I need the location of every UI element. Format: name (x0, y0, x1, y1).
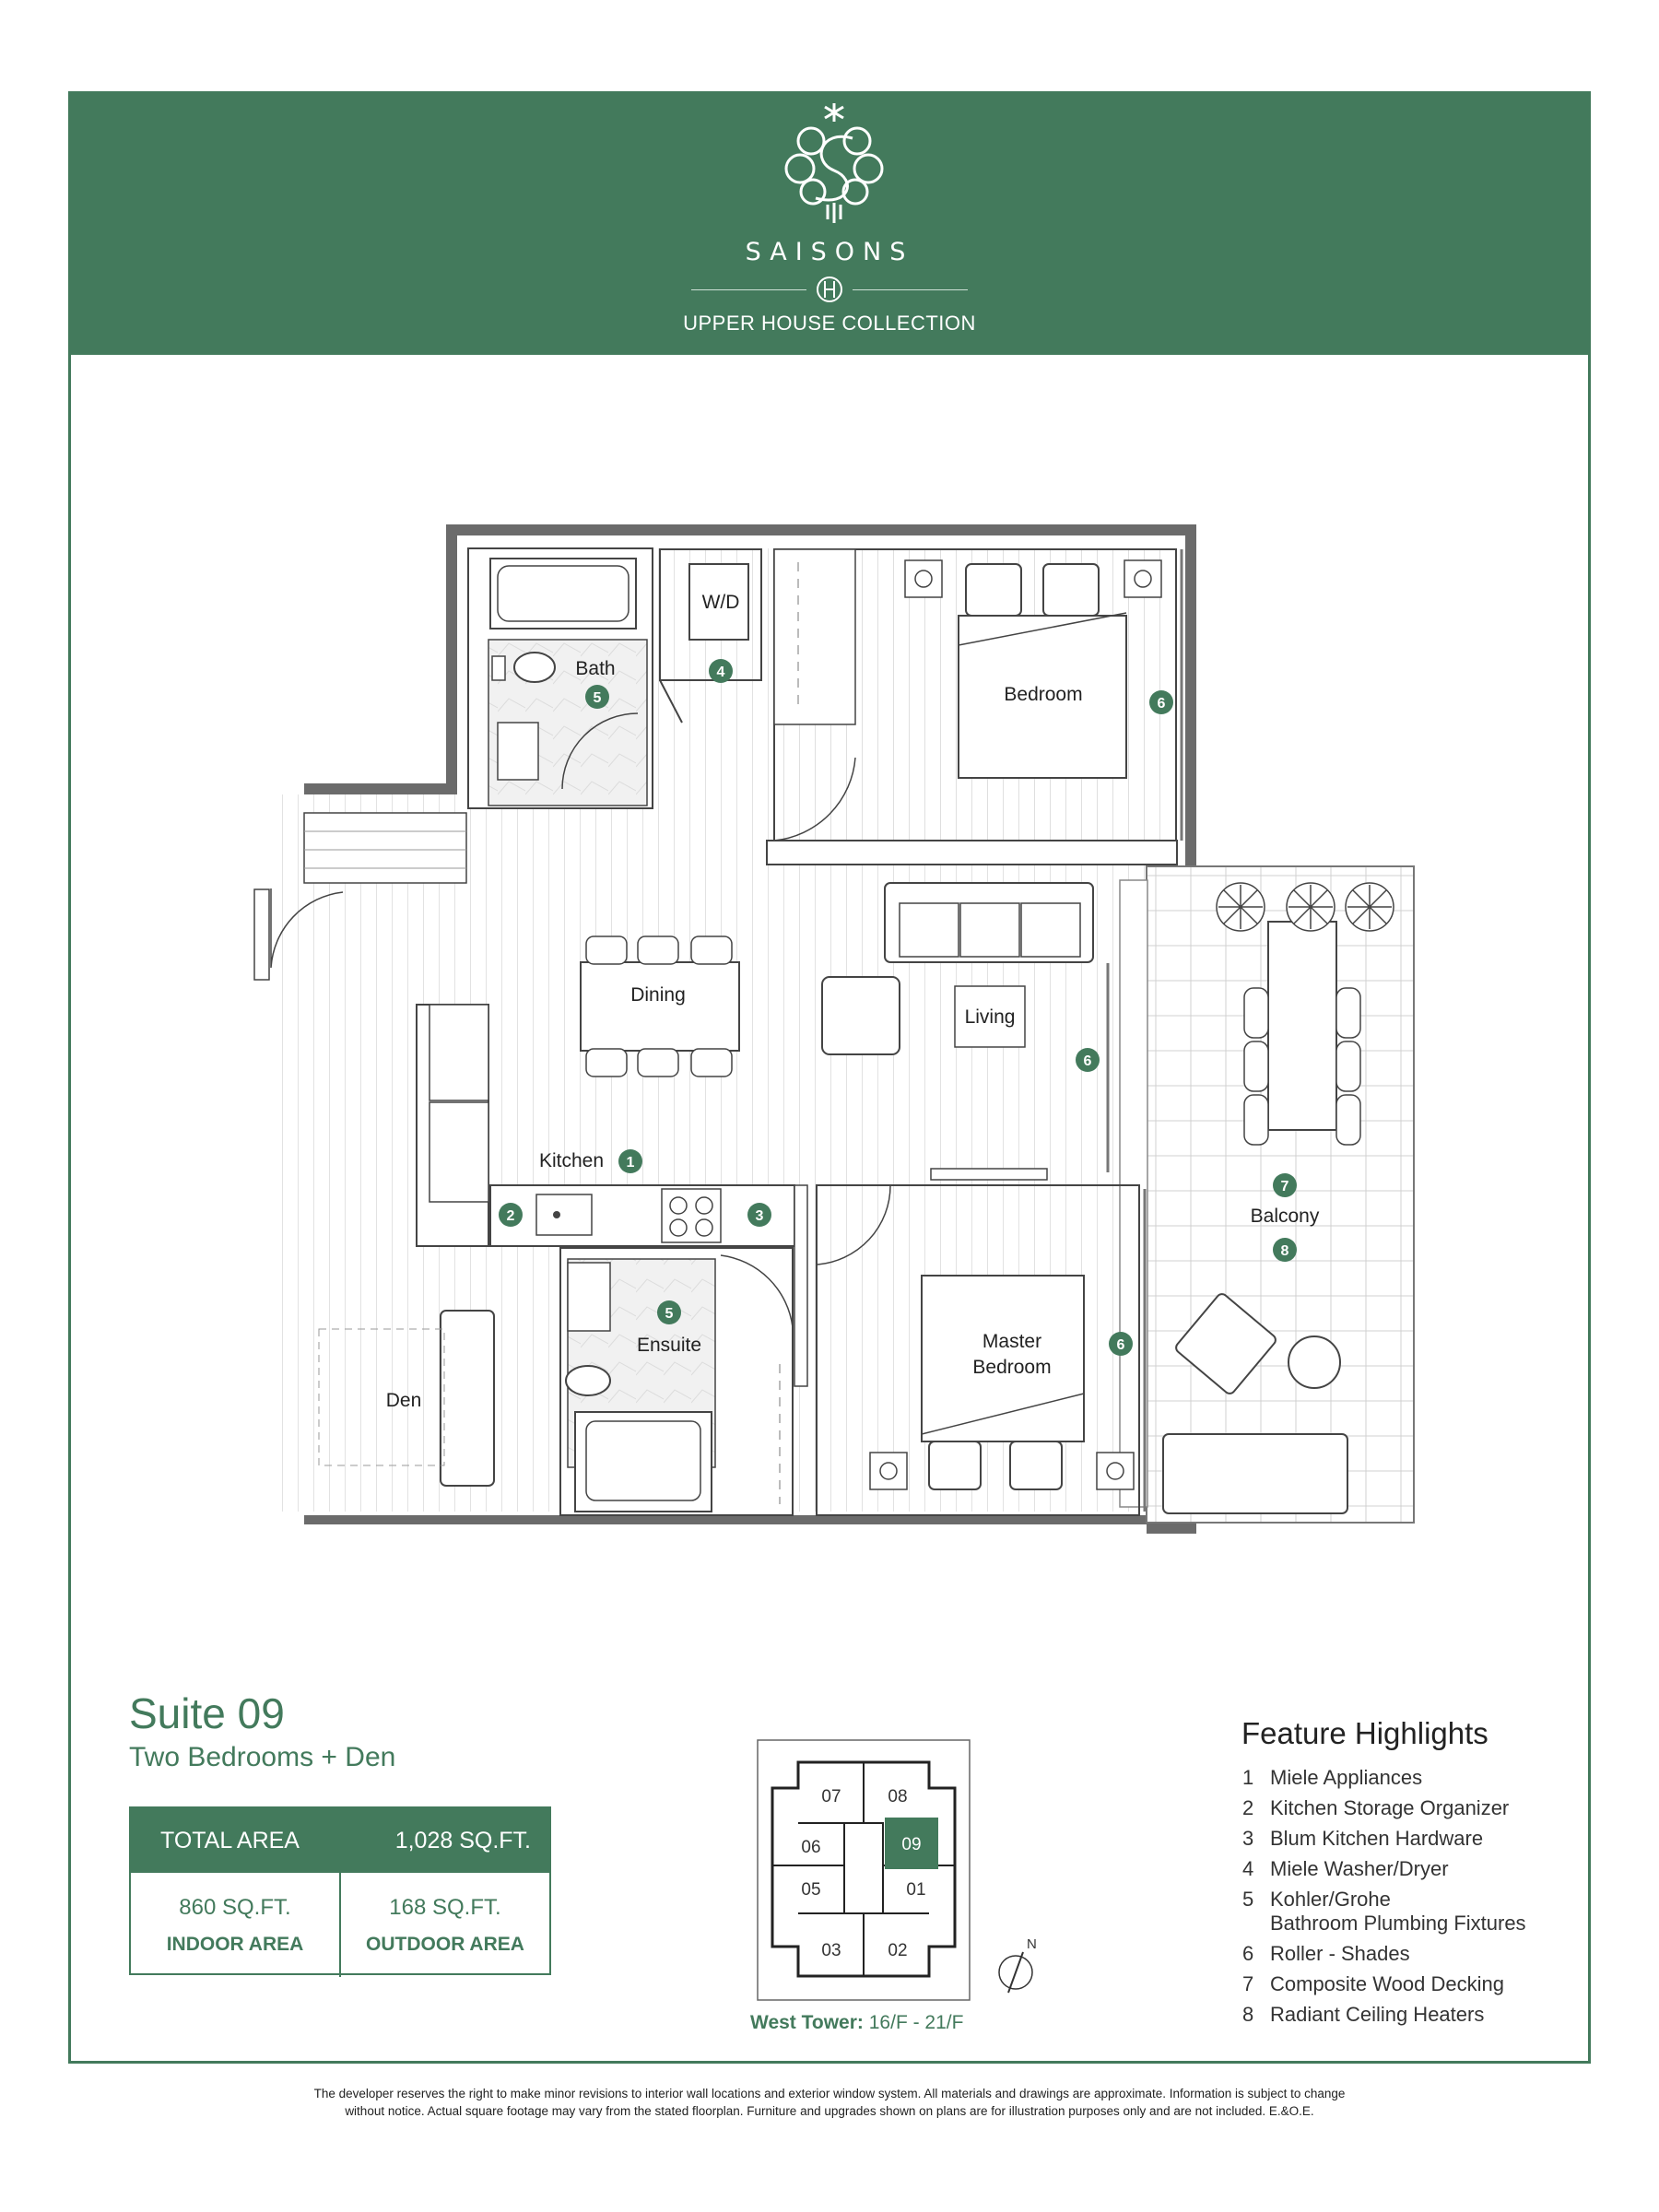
floor-plan: Bath W/D Bedroom Dining Living Kitchen E… (253, 524, 1415, 1534)
total-area-value: 1,028 SQ.FT. (394, 1827, 531, 1853)
suite-type: Two Bedrooms + Den (129, 1742, 396, 1772)
plant-icon (1216, 882, 1394, 932)
brand-name: SAISONS (745, 238, 914, 266)
indoor-area-label: INDOOR AREA (166, 1933, 304, 1955)
badge-1: 1 (618, 1149, 642, 1173)
badge-8: 8 (1273, 1238, 1297, 1262)
svg-text:6: 6 (1117, 1337, 1125, 1353)
svg-text:5: 5 (594, 690, 602, 706)
badge-7: 7 (1273, 1173, 1297, 1197)
area-table: TOTAL AREA 1,028 SQ.FT. 860 SQ.FT. INDOO… (129, 1806, 551, 1977)
label-dining: Dining (630, 984, 686, 1006)
unit-09: 09 (901, 1835, 921, 1854)
badge-4: 4 (709, 659, 733, 683)
entry-door (270, 888, 344, 969)
dining-table (580, 961, 740, 1052)
label-kitchen: Kitchen (539, 1150, 604, 1171)
label-den: Den (386, 1390, 422, 1411)
svg-text:7: 7 (1281, 1179, 1289, 1194)
unit-01: 01 (906, 1880, 925, 1900)
features-title: Feature Highlights (1241, 1716, 1488, 1750)
disclaimer: The developer reserves the right to make… (203, 2085, 1456, 2120)
balcony-sofa (1162, 1433, 1348, 1514)
indoor-area-cell: 860 SQ.FT. INDOOR AREA (131, 1873, 339, 1977)
svg-text:6: 6 (1158, 696, 1166, 712)
balcony-lounge-chair (1175, 1293, 1277, 1394)
uh-monogram-icon (817, 276, 842, 302)
unit-05: 05 (801, 1880, 820, 1900)
unit-06: 06 (801, 1838, 820, 1857)
balcony-table (1267, 921, 1337, 1131)
balcony-side-table (1288, 1335, 1341, 1389)
suite-title: Suite 09 (129, 1689, 285, 1737)
brand-rule-left (691, 289, 806, 290)
badge-5-bath: 5 (585, 685, 609, 709)
brand-rule-right (853, 289, 968, 290)
total-area-label: TOTAL AREA (160, 1827, 300, 1853)
unit-08: 08 (888, 1787, 907, 1806)
label-balcony: Balcony (1251, 1206, 1320, 1227)
label-ensuite: Ensuite (637, 1335, 701, 1356)
svg-text:1: 1 (627, 1155, 635, 1171)
brand-collection: UPPER HOUSE COLLECTION (683, 312, 976, 335)
label-master-line1: Master (982, 1331, 1041, 1352)
badge-6-master: 6 (1109, 1332, 1133, 1356)
total-area-row: TOTAL AREA 1,028 SQ.FT. (131, 1808, 549, 1873)
badge-3: 3 (747, 1203, 771, 1227)
washer-dryer (688, 563, 749, 641)
label-master-line2: Bedroom (972, 1357, 1051, 1378)
badge-6-living: 6 (1076, 1048, 1100, 1072)
tower-floors: 16/F - 21/F (868, 2012, 964, 2033)
badge-5-ensuite: 5 (657, 1300, 681, 1324)
svg-text:4: 4 (717, 665, 725, 680)
unit-07: 07 (821, 1787, 841, 1806)
svg-text:8: 8 (1281, 1243, 1289, 1259)
badge-6-bedroom: 6 (1149, 690, 1173, 714)
unit-03: 03 (821, 1941, 841, 1960)
tower-label: West Tower: (750, 2012, 864, 2033)
den-sofa (440, 1310, 495, 1487)
outdoor-area-value: 168 SQ.FT. (389, 1894, 501, 1920)
indoor-area-value: 860 SQ.FT. (179, 1894, 291, 1920)
svg-text:6: 6 (1084, 1053, 1092, 1069)
label-bath: Bath (575, 658, 615, 679)
badge-2: 2 (499, 1203, 523, 1227)
disclaimer-line-2: without notice. Actual square footage ma… (345, 2104, 1314, 2118)
label-bedroom: Bedroom (1004, 684, 1082, 705)
outdoor-area-label: OUTDOOR AREA (366, 1933, 524, 1955)
saisons-logo-icon (784, 103, 884, 223)
svg-text:5: 5 (665, 1306, 674, 1322)
tower-caption: West Tower: 16/F - 21/F (750, 2012, 963, 2034)
svg-text:2: 2 (507, 1208, 515, 1224)
svg-text:3: 3 (756, 1208, 764, 1224)
outdoor-area-cell: 168 SQ.FT. OUTDOOR AREA (339, 1873, 549, 1977)
disclaimer-line-1: The developer reserves the right to make… (313, 2087, 1346, 2100)
feature-badges: 1 2 3 4 5 5 6 6 6 7 8 (499, 659, 1297, 1356)
unit-09-highlight (885, 1818, 938, 1869)
label-wd: W/D (702, 592, 740, 613)
label-living: Living (965, 1006, 1016, 1028)
north-label: N (1027, 1936, 1037, 1952)
north-arrow-icon: N (998, 1936, 1037, 1994)
master-bedroom-area (816, 1184, 1140, 1516)
unit-02: 02 (888, 1941, 907, 1960)
brand-header (68, 91, 1591, 355)
